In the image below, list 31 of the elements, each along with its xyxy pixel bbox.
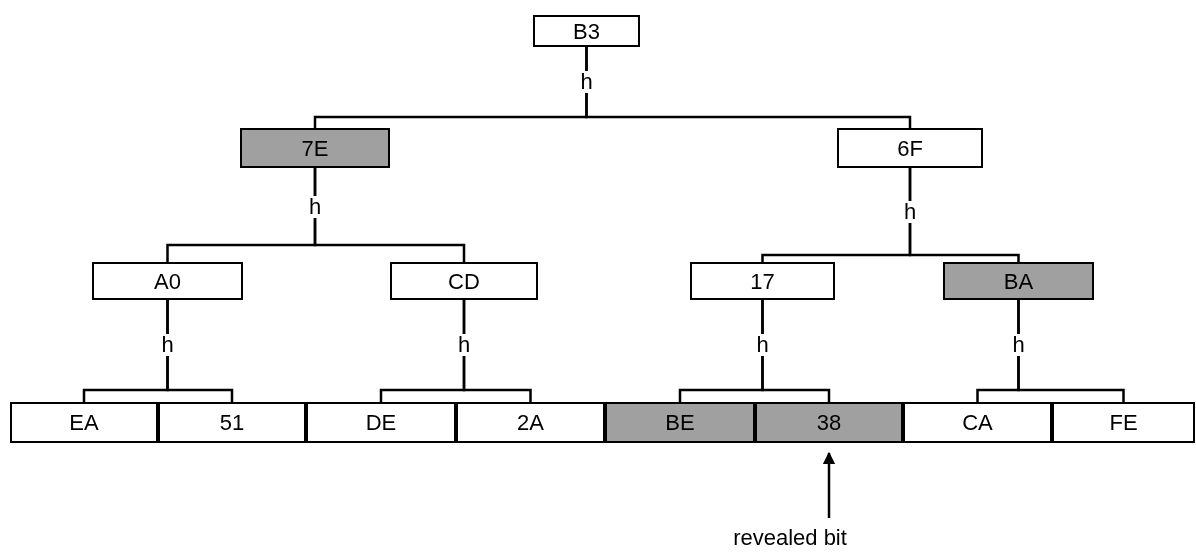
hash-box: 17 (690, 262, 835, 300)
connector-line (761, 300, 831, 402)
edge-label: h (902, 200, 918, 223)
edge-label: h (579, 71, 594, 93)
edge-label: h (307, 195, 323, 218)
hash-box: A0 (92, 262, 243, 300)
hash-box: FE (1052, 402, 1195, 443)
hash-box: EA (10, 402, 158, 443)
annotation-text: revealed bit (720, 522, 860, 552)
hash-box: DE (306, 402, 456, 443)
hash-box: 51 (158, 402, 306, 443)
arrow (822, 451, 836, 518)
hash-box: B3 (533, 15, 640, 47)
edge-label: h (160, 334, 175, 356)
hash-box: 7E (240, 128, 390, 168)
connector-line (1017, 300, 1125, 402)
hash-box: 38 (755, 402, 903, 443)
edge-label: h (456, 334, 472, 356)
edge-label: h (755, 334, 770, 356)
connector-line (313, 168, 466, 262)
connector-line (908, 168, 1020, 262)
connector-line (585, 47, 912, 128)
connector-line (462, 300, 532, 402)
edge-label: h (1011, 334, 1026, 356)
hash-box: CA (903, 402, 1052, 443)
hash-box: BE (605, 402, 755, 443)
hash-box: CD (390, 262, 538, 300)
hash-box: 6F (837, 128, 983, 168)
connector-line (166, 300, 234, 402)
hash-box: BA (943, 262, 1094, 300)
hash-box: 2A (456, 402, 605, 443)
